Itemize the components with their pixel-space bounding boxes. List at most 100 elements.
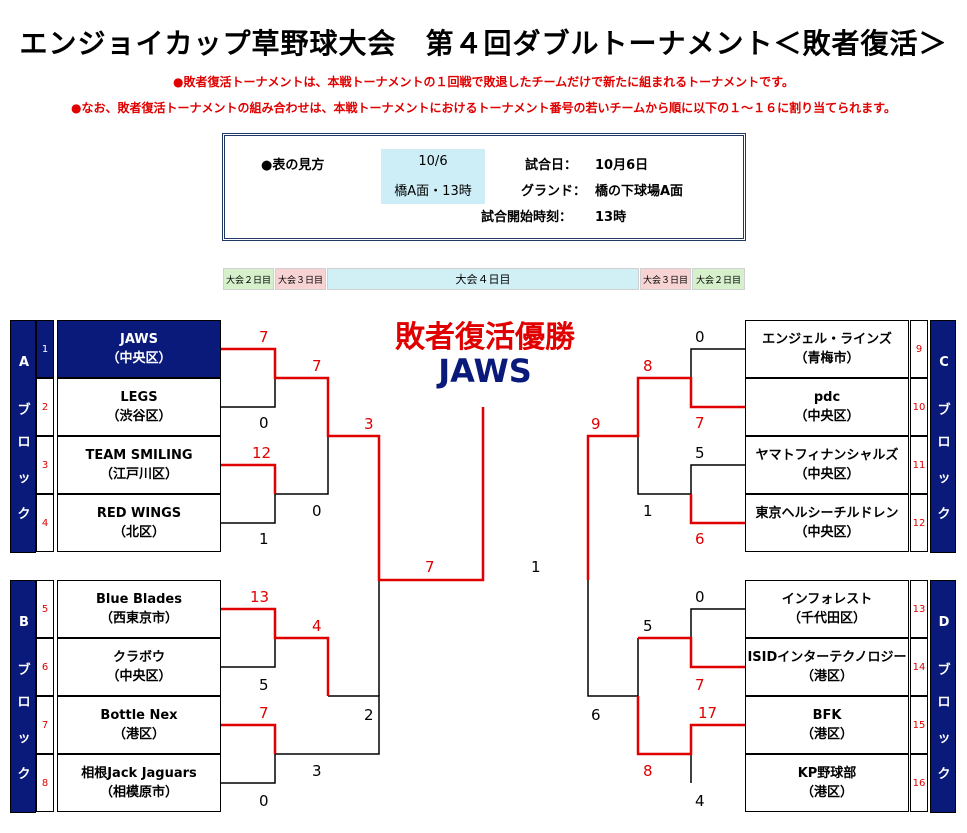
- score: 5: [695, 444, 705, 462]
- team-name: TEAM SMILING: [85, 448, 193, 463]
- score: 8: [643, 762, 653, 780]
- seed-number: 3: [36, 436, 54, 494]
- score: 0: [312, 502, 322, 520]
- team-cell-seed-13: インフォレスト （千代田区）: [745, 580, 909, 638]
- block-b-char: ブ: [17, 663, 31, 678]
- seed-number: 4: [36, 494, 54, 552]
- legend-time-label: 試合開始時刻：: [481, 210, 573, 225]
- block-c-label: C ブ ロ ッ ク: [930, 320, 956, 553]
- team-cell-seed-9: エンジェル・ラインズ （青梅市）: [745, 320, 909, 378]
- score: 3: [312, 762, 322, 780]
- block-b-char: ロ: [17, 695, 31, 710]
- team-area: （中央区）: [794, 467, 860, 482]
- seed-number: 11: [910, 436, 928, 494]
- block-c-char: ロ: [937, 435, 951, 450]
- legend-sample-venue: 橋A面・13時: [394, 184, 472, 199]
- day-bar-left-day2: 大会２日目: [223, 268, 274, 290]
- winner-line: [221, 463, 277, 494]
- team-cell-seed-6: クラボウ （中央区）: [57, 638, 221, 696]
- winner-line: [221, 723, 277, 754]
- note-2: ●なお、敗者復活トーナメントの組み合わせは、本戦トーナメントにおけるトーナメント…: [71, 101, 896, 115]
- score: 4: [312, 617, 322, 635]
- seed-number: 7: [36, 696, 54, 754]
- block-a-char: ブ: [17, 403, 31, 418]
- block-c-char: ク: [937, 507, 951, 522]
- bracket-line: [275, 378, 329, 495]
- winner-line: [586, 376, 745, 580]
- block-d-char: ク: [937, 767, 951, 782]
- winner-line: [689, 494, 745, 525]
- team-cell-seed-11: ヤマトフィナンシャルズ （中央区）: [745, 436, 909, 494]
- seed-number: 15: [910, 696, 928, 754]
- team-cell-seed-3: TEAM SMILING （江戸川区）: [57, 436, 221, 494]
- day-bar-day4: 大会４日目: [327, 268, 639, 290]
- team-name: Blue Blades: [96, 592, 182, 607]
- legend-heading: ●表の見方: [261, 158, 325, 173]
- score: 6: [591, 706, 601, 724]
- legend-box: ●表の見方 10/6 橋A面・13時 試合日： 10月6日 グランド： 橋の下球…: [222, 133, 746, 241]
- block-b-char: ク: [17, 767, 31, 782]
- bracket-line: [587, 580, 639, 697]
- score: 5: [643, 617, 653, 635]
- winner-line: [636, 696, 745, 756]
- bracket-line: [690, 348, 745, 407]
- final-score-right: 1: [531, 558, 541, 576]
- seed-number: 5: [36, 580, 54, 638]
- team-cell-seed-2: LEGS （渋谷区）: [57, 378, 221, 436]
- team-name: インフォレスト: [781, 592, 873, 607]
- score: 0: [695, 328, 705, 346]
- seed-number: 9: [910, 320, 928, 378]
- bracket-line: [690, 724, 745, 783]
- team-name: Bottle Nex: [100, 708, 178, 723]
- block-b-label: B ブ ロ ッ ク: [10, 580, 36, 813]
- legend-date-value: 10月6日: [595, 158, 649, 173]
- score: 7: [259, 328, 269, 346]
- champion-label: 敗者復活優勝: [395, 320, 575, 355]
- block-a-char: ク: [17, 507, 31, 522]
- score: 0: [259, 792, 269, 810]
- team-cell-seed-16: KP野球部 （港区）: [745, 754, 909, 812]
- team-cell-seed-4: RED WINGS （北区）: [57, 494, 221, 552]
- score: 7: [312, 357, 322, 375]
- team-name: BFK: [812, 708, 842, 723]
- team-area: （港区）: [800, 727, 853, 742]
- team-cell-seed-7: Bottle Nex （港区）: [57, 696, 221, 754]
- score: 1: [259, 530, 269, 548]
- bracket-line: [221, 609, 276, 668]
- note-1: ●敗者復活トーナメントは、本戦トーナメントの１回戦で敗退したチームだけで新たに組…: [173, 75, 794, 89]
- team-area: （青梅市）: [794, 351, 860, 366]
- team-area: （中央区）: [794, 409, 860, 424]
- block-d-char: D: [938, 615, 950, 630]
- team-cell-seed-1: JAWS （中央区）: [57, 320, 221, 378]
- team-area: （中央区）: [106, 669, 172, 684]
- team-area: （渋谷区）: [106, 409, 172, 424]
- block-a-char: A: [18, 355, 30, 370]
- block-c-char: C: [939, 355, 949, 370]
- winner-line: [221, 607, 330, 696]
- score: 3: [364, 415, 374, 433]
- legend-ground-label: グランド：: [521, 184, 587, 199]
- bracket-line: [637, 378, 691, 495]
- champion-team: JAWS: [438, 352, 532, 390]
- block-b-char: ッ: [17, 731, 31, 746]
- block-d-char: ッ: [937, 731, 951, 746]
- block-a-char: ロ: [17, 435, 31, 450]
- team-cell-seed-10: pdc （中央区）: [745, 378, 909, 436]
- day-bar-left-day3: 大会３日目: [275, 268, 326, 290]
- seed-number: 1: [36, 320, 54, 378]
- seed-number: 2: [36, 378, 54, 436]
- block-b-char: B: [19, 615, 29, 630]
- team-area: （港区）: [112, 727, 165, 742]
- legend-date-label: 試合日：: [525, 158, 578, 173]
- team-name: JAWS: [119, 332, 159, 347]
- team-name: クラボウ: [112, 650, 165, 665]
- score: 13: [250, 588, 270, 606]
- score: 6: [695, 530, 705, 548]
- team-area: （江戸川区）: [99, 467, 178, 482]
- score: 1: [643, 502, 653, 520]
- team-name: RED WINGS: [96, 506, 182, 521]
- team-name: 東京ヘルシーチルドレン: [755, 506, 899, 521]
- page-title: エンジョイカップ草野球大会 第４回ダブルトーナメント＜敗者復活＞: [19, 27, 948, 60]
- team-name: ヤマトフィナンシャルズ: [755, 448, 899, 463]
- score: 9: [591, 415, 601, 433]
